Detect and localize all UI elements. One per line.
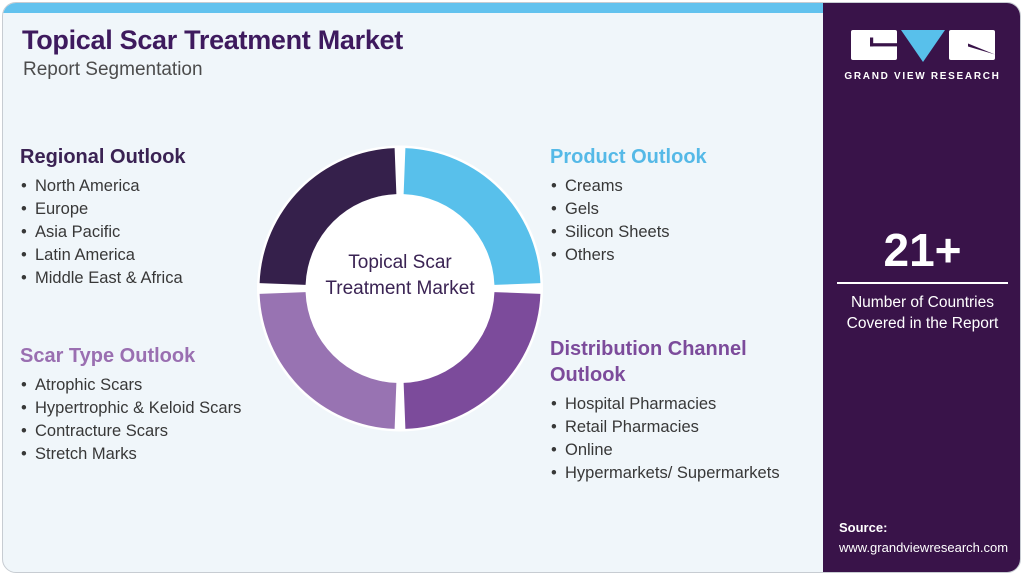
gvr-logo: GRAND VIEW RESEARCH xyxy=(823,29,1020,82)
product-outlook-list: Creams Gels Silicon Sheets Others xyxy=(550,175,840,267)
donut-segment-regional-outlook xyxy=(259,148,397,285)
gvr-logo-icon xyxy=(850,30,995,62)
list-item: Europe xyxy=(20,198,310,221)
list-item: Online xyxy=(550,439,840,462)
countries-caption: Number of Countries Covered in the Repor… xyxy=(846,293,999,332)
brand-sidebar: GRAND VIEW RESEARCH 21+ Number of Countr… xyxy=(823,3,1020,572)
list-item: Creams xyxy=(550,175,840,198)
scar-type-outlook-title: Scar Type Outlook xyxy=(20,345,196,367)
scar-type-outlook-list: Atrophic Scars Hypertrophic & Keloid Sca… xyxy=(20,374,310,466)
list-item: Stretch Marks xyxy=(20,443,310,466)
list-item: Hypertrophic & Keloid Scars xyxy=(20,397,310,420)
list-item: North America xyxy=(20,175,310,198)
section-product-outlook: Product Outlook Creams Gels Silicon Shee… xyxy=(550,144,840,267)
top-accent-bar xyxy=(3,3,824,13)
list-item: Asia Pacific xyxy=(20,221,310,244)
list-item: Middle East & Africa xyxy=(20,267,310,290)
list-item: Silicon Sheets xyxy=(550,221,840,244)
donut-chart-svg xyxy=(257,145,543,432)
section-regional-outlook: Regional Outlook North America Europe As… xyxy=(20,144,310,290)
source-block: Source: www.grandviewresearch.com xyxy=(839,518,1008,558)
countries-stat: 21+ Number of Countries Covered in the R… xyxy=(823,224,1020,334)
source-label: Source: xyxy=(839,520,888,535)
list-item: Latin America xyxy=(20,244,310,267)
regional-outlook-title: Regional Outlook xyxy=(20,146,186,168)
regional-outlook-list: North America Europe Asia Pacific Latin … xyxy=(20,175,310,290)
donut-chart: Topical Scar Treatment Market xyxy=(250,138,550,438)
section-scar-type-outlook: Scar Type Outlook Atrophic Scars Hypertr… xyxy=(20,343,310,466)
list-item: Retail Pharmacies xyxy=(550,416,840,439)
list-item: Atrophic Scars xyxy=(20,374,310,397)
page-title: Topical Scar Treatment Market xyxy=(22,25,403,55)
donut-segment-product-outlook xyxy=(403,148,541,285)
distribution-channel-outlook-title: Distribution Channel Outlook xyxy=(550,338,747,386)
donut-segment-scar-type-outlook xyxy=(259,292,397,429)
product-outlook-title: Product Outlook xyxy=(550,146,707,168)
logo-v-triangle xyxy=(900,30,945,62)
logo-r-block xyxy=(948,30,995,60)
list-item: Hypermarkets/ Supermarkets xyxy=(550,462,840,485)
source-url: www.grandviewresearch.com xyxy=(839,540,1009,555)
section-distribution-channel-outlook: Distribution Channel Outlook Hospital Ph… xyxy=(550,336,840,485)
list-item: Others xyxy=(550,244,840,267)
list-item: Gels xyxy=(550,198,840,221)
list-item: Hospital Pharmacies xyxy=(550,393,840,416)
donut-center-label: Topical Scar Treatment Market xyxy=(325,252,475,299)
list-item: Contracture Scars xyxy=(20,420,310,443)
page-subtitle: Report Segmentation xyxy=(23,59,203,80)
logo-wordmark: GRAND VIEW RESEARCH xyxy=(844,71,1001,82)
distribution-channel-outlook-list: Hospital Pharmacies Retail Pharmacies On… xyxy=(550,393,840,485)
donut-segment-distribution-channel-outlook xyxy=(403,292,541,429)
countries-count: 21+ xyxy=(883,224,962,276)
stat-divider xyxy=(837,282,1008,284)
